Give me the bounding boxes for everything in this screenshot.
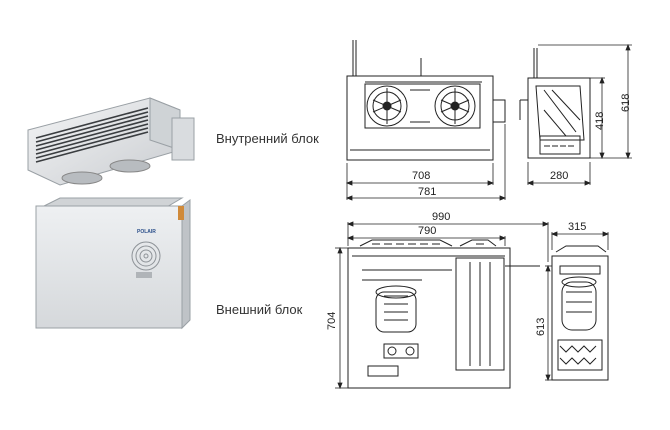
brand-logo: POLAIR [137,229,156,235]
outdoor-unit-photo: POLAIR [35,197,191,330]
dim-outdoor-total-width: 990 [432,211,451,223]
outdoor-front-dim-lines [335,221,550,390]
dim-indoor-depth: 280 [550,170,569,182]
outdoor-fan-grille [131,241,161,271]
indoor-unit-photo [27,97,195,186]
dim-outdoor-depth: 315 [568,221,587,233]
outdoor-unit-label: Внешний блок [216,302,303,317]
indoor-fan-guards [61,159,151,185]
dim-outdoor-body-width: 790 [418,225,437,237]
dim-outdoor-height: 704 [326,311,338,330]
outdoor-side-dim-lines [545,231,610,382]
outdoor-side-drawing [551,245,609,381]
dim-indoor-total-height: 618 [620,93,632,112]
indoor-front-dim-lines [345,124,507,201]
evaporator-fins [35,107,149,163]
indoor-unit-label: Внутренний блок [216,131,319,146]
dim-indoor-body-height: 418 [594,111,606,130]
indoor-side-drawing [519,48,591,159]
dim-indoor-body-width: 708 [412,170,431,182]
dim-indoor-total-width: 781 [418,186,437,198]
indoor-front-drawing [346,40,506,161]
indoor-side-dim-lines [526,43,632,186]
outdoor-front-drawing [347,239,540,389]
dim-outdoor-side-height: 613 [535,317,547,336]
